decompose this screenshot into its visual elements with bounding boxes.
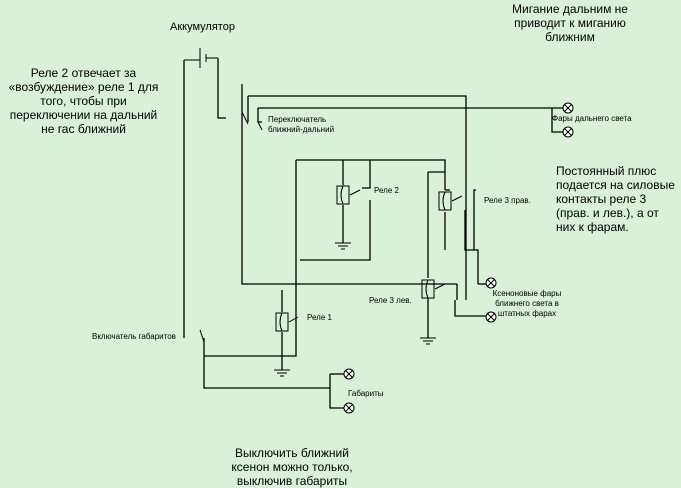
note-xenon-off: Выключить ближний ксенон можно только, в… — [231, 446, 353, 488]
label-parking-switch: Включатель габаритов — [92, 332, 176, 341]
note-relay2-role: Реле 2 отвечает за «возбуждение» реле 1 … — [8, 66, 159, 136]
note-high-beam-blink: Мигание дальним не приводит к миганию бл… — [512, 2, 628, 44]
label-relay2: Реле 2 — [374, 186, 399, 195]
label-xenon-lamps: Ксеноновые фары ближнего света в штатных… — [492, 289, 562, 318]
relay-3-left-icon — [421, 279, 446, 299]
note-constant-plus: Постоянный плюс подается на силовые конт… — [556, 164, 675, 234]
ground-icon — [274, 242, 436, 377]
label-relay3-right: Реле 3 прав. — [484, 196, 531, 205]
relay-2-icon — [336, 185, 361, 205]
switch-icon — [199, 111, 263, 343]
label-parking-lights: Габариты — [348, 389, 384, 398]
label-relay3-left: Реле 3 лев. — [369, 296, 412, 305]
lamp-icon — [343, 102, 574, 414]
label-relay1: Реле 1 — [307, 313, 332, 322]
label-battery: Аккумулятор — [170, 21, 235, 33]
battery-icon — [184, 48, 218, 68]
wires — [183, 58, 565, 409]
label-switch-low-high: Переключатель ближний-дальний — [268, 115, 335, 134]
relay-3-right-icon — [438, 191, 463, 211]
label-high-beam-lamps: Фары дальнего света — [552, 114, 632, 123]
relay-1-icon — [275, 312, 299, 332]
